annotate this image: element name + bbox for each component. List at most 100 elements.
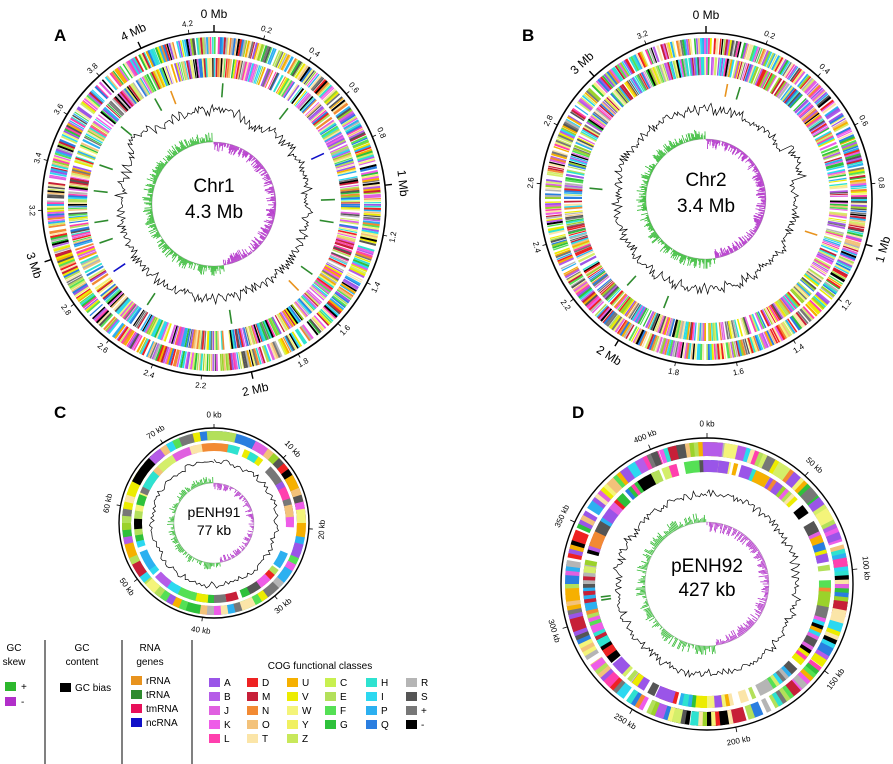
penh92-gc-skew [749, 543, 755, 548]
chr2-gene-plus [555, 250, 572, 259]
chr1-major-label: 0 Mb [201, 7, 228, 21]
chr1-gene-minus [88, 128, 106, 140]
chr1-minor-label: 1.2 [388, 230, 399, 243]
chr1-gene-plus [86, 300, 101, 314]
penh92-gc-skew [635, 593, 646, 596]
chr2-gc-skew [670, 248, 673, 251]
chr1-gene-plus [67, 276, 84, 287]
panel-letter-c: C [54, 403, 66, 422]
chr1-gene-minus [163, 66, 172, 85]
chr1-gene-plus [354, 146, 372, 154]
chr1-gene-minus [295, 92, 310, 108]
chr2-gene-plus [840, 250, 857, 259]
chr1-gene-minus [223, 58, 226, 78]
penh91-gc-skew [199, 560, 203, 566]
chr1-gene-minus [84, 135, 103, 145]
chr1-gene-plus [343, 119, 360, 131]
chr2-gene-minus [579, 131, 597, 143]
chr2-gene-plus [606, 312, 618, 327]
chr2-gc-skew [755, 183, 765, 187]
penh91-gc-skew [192, 483, 196, 488]
penh92-gc-skew [649, 542, 658, 548]
chr2-gene-plus [660, 43, 667, 61]
chr1-gene-plus [363, 205, 381, 208]
chr1-gene-minus [68, 215, 88, 220]
chr2-gene-plus [727, 39, 733, 56]
chr2-gene-plus [810, 298, 824, 311]
chr2-gene-plus [805, 81, 818, 95]
chr1-gene-plus [179, 350, 186, 368]
chr2-gene-plus [730, 341, 735, 358]
penh92-gc-skew [712, 645, 715, 652]
chr1-gc-skew [170, 156, 173, 159]
chr2-gc-skew [756, 193, 766, 195]
chr1-gc-skew [228, 144, 231, 151]
chr2-gene-plus [545, 187, 562, 190]
chr1-gene-minus [287, 306, 300, 324]
chr2-gene-minus [829, 212, 848, 217]
chr2-gene-minus [665, 317, 673, 336]
chr2-gene-plus [650, 335, 658, 351]
chr1-gene-plus [203, 37, 207, 55]
penh92-rna-tRNA [600, 594, 611, 598]
chr2-gc-skew [642, 180, 649, 183]
chr1-gene-plus [300, 67, 313, 83]
chr1-gene-minus [333, 153, 352, 162]
chr2-gene-minus [800, 278, 816, 291]
penh92-gc-skew [758, 608, 763, 612]
chr2-gene-plus [759, 49, 767, 65]
chr2-gene-plus [576, 285, 591, 297]
chr2-gc-skew [648, 227, 654, 231]
chr2-gc-skew [752, 167, 758, 172]
chr1-gene-minus [125, 86, 139, 104]
chr1-gene-plus [105, 317, 118, 332]
chr1-gene-minus [165, 65, 173, 85]
chr1-gene-minus [340, 214, 360, 218]
chr2-gene-plus [713, 38, 717, 55]
chr1-gene-plus [248, 349, 254, 367]
chr2-gc-skew [741, 242, 745, 246]
chr1-gene-minus [116, 298, 131, 315]
chr1-gene-plus [317, 311, 331, 325]
chr2-gene-minus [636, 74, 647, 92]
chr2-rna-tRNA [662, 295, 670, 309]
penh91-gc-skew [170, 537, 177, 541]
penh91-gc-skew [185, 553, 189, 558]
chr1-gc-skew [263, 180, 272, 184]
chr1-gc-skew [177, 255, 181, 259]
chr1-gene-minus [318, 121, 336, 134]
chr1-gene-minus [276, 313, 289, 332]
penh92-gc-skew [646, 558, 650, 561]
penh92-gc-skew [636, 569, 647, 573]
chr1-gc-skew [270, 220, 274, 222]
chr1-gene-plus [141, 339, 151, 356]
chr2-gene-plus [637, 52, 647, 68]
chr1-gene-plus [152, 343, 161, 361]
chr2-gene-plus [850, 208, 867, 211]
chr1-gc-skew [193, 263, 197, 271]
chr2-gene-plus [547, 223, 564, 228]
chr1-rna-tRNA [93, 189, 108, 194]
chr1-gene-minus [186, 328, 192, 348]
chr2-gene-plus [825, 107, 840, 119]
penh92-gc-skew [652, 616, 655, 618]
penh91-major-label: 0 kb [206, 411, 222, 420]
chr2-gene-minus [810, 122, 827, 135]
chr1-gene-minus [115, 95, 130, 110]
chr2-gc-skew [693, 257, 695, 262]
chr2-gc-skew [714, 251, 717, 259]
chr2-gene-minus [736, 61, 743, 80]
chr1-gc-skew [146, 219, 155, 222]
chr2-gc-skew [717, 252, 720, 258]
chr2-gc-skew [756, 222, 761, 226]
chr1-gene-plus [60, 135, 78, 145]
chr2-gc-skew [648, 169, 653, 172]
penh92-gc-skew [746, 539, 752, 545]
chr2-gene-plus [701, 38, 705, 55]
penh92-gc-skew [685, 517, 689, 526]
chr2-gene-plus [585, 295, 600, 308]
chr2-gc-skew [644, 174, 651, 178]
chr1-gene-minus [340, 200, 360, 203]
chr2-gene-plus [819, 288, 833, 300]
chr1-gene-plus [136, 336, 146, 353]
